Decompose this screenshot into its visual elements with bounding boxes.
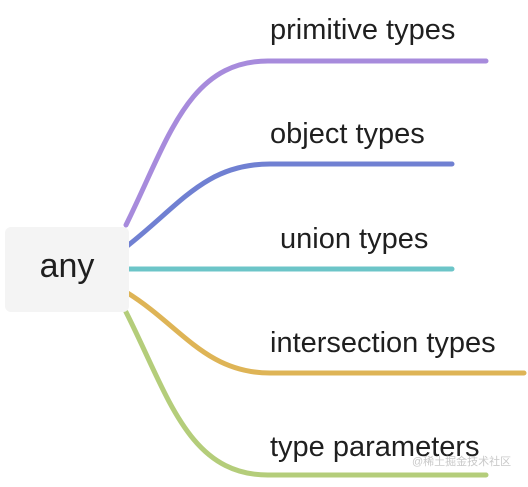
branch-label-primitive-types: primitive types [270,14,456,46]
branch-label-union-types: union types [280,223,429,255]
branch-line-type-parameters [123,309,489,478]
branch-label-object-types: object types [270,118,425,150]
root-label: any [39,246,95,285]
branch-line-primitive-types [123,58,489,228]
branch-label-type-parameters: type parameters [270,431,480,463]
branch-line-intersection-types [123,289,527,376]
branch-label-intersection-types: intersection types [270,327,496,359]
watermark: @稀土掘金技术社区 [412,456,512,468]
root-node: any [5,227,129,312]
branch-line-object-types [123,161,455,250]
